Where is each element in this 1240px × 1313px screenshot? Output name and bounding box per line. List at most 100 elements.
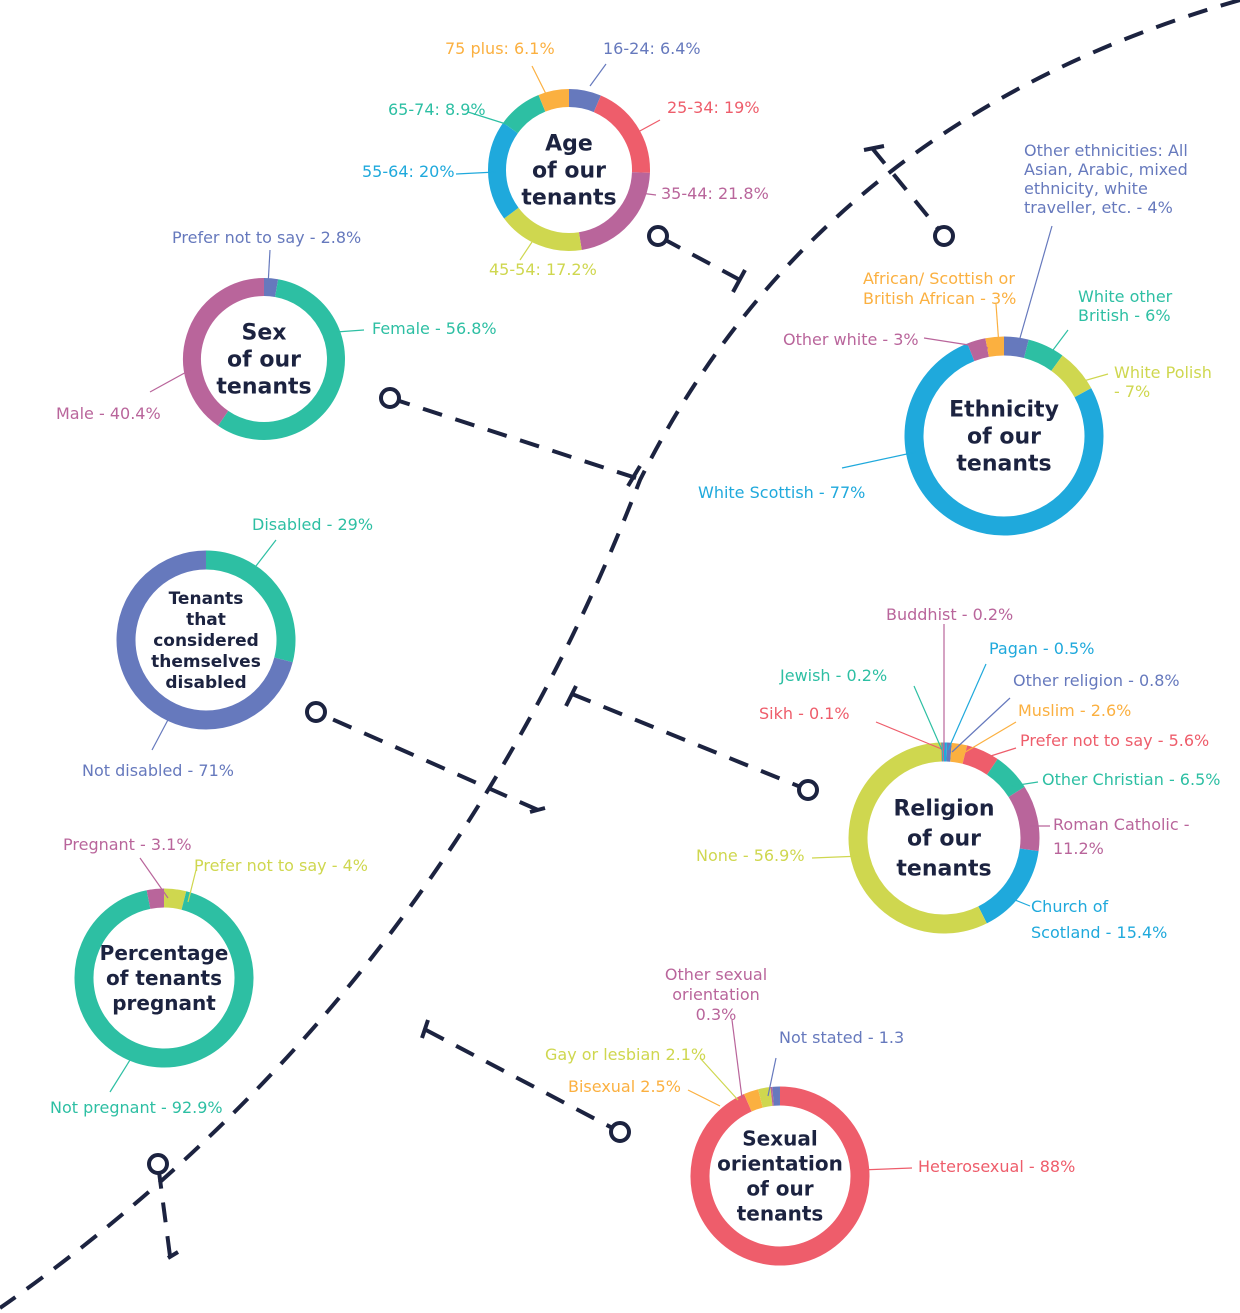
label-pregnant-2: Pregnant - 3.1% bbox=[63, 835, 192, 854]
branch-tick bbox=[564, 685, 578, 707]
label-age-3: 45-54: 17.2% bbox=[489, 260, 597, 279]
slice-age-3 bbox=[504, 207, 582, 251]
branch-line bbox=[571, 692, 809, 792]
leader-line bbox=[913, 685, 943, 751]
slice-pregnant-2 bbox=[146, 888, 165, 909]
label-age-5: 65-74: 8.9% bbox=[388, 100, 486, 119]
slice-ethnicity-2 bbox=[1051, 355, 1092, 398]
slice-sexual-1 bbox=[744, 1089, 763, 1112]
label-religion-3: Prefer not to say - 5.6% bbox=[1020, 731, 1209, 750]
slice-religion-5 bbox=[1008, 786, 1040, 852]
label-age-0: 16-24: 6.4% bbox=[603, 39, 701, 58]
label-age-1: 25-34: 19% bbox=[667, 98, 760, 117]
label-religion-4: Other Christian - 6.5% bbox=[1042, 770, 1220, 789]
slice-sexual-2 bbox=[758, 1087, 773, 1108]
branch-tick bbox=[420, 1019, 430, 1039]
label-disabled-1: Not disabled - 71% bbox=[82, 761, 234, 780]
slice-sexual-0 bbox=[690, 1086, 870, 1266]
slice-age-4 bbox=[488, 122, 519, 219]
label-age-6: 75 plus: 6.1% bbox=[445, 39, 555, 58]
leader-line bbox=[139, 857, 169, 899]
slice-sex-1 bbox=[218, 279, 345, 440]
slice-ethnicity-1 bbox=[1023, 339, 1063, 372]
branch-node bbox=[647, 225, 669, 247]
leader-line bbox=[1017, 225, 1053, 346]
branch-line bbox=[315, 710, 539, 812]
branch-node bbox=[933, 225, 955, 247]
label-sexual-2: Gay or lesbian 2.1% bbox=[545, 1045, 706, 1064]
label-age-4: 55-64: 20% bbox=[362, 162, 455, 181]
label-religion-10: Buddhist - 0.2% bbox=[886, 605, 1013, 624]
branch-tick bbox=[529, 806, 546, 814]
branch-tick bbox=[863, 144, 885, 152]
branch-tick bbox=[166, 1250, 180, 1260]
leader-line bbox=[1011, 781, 1039, 787]
leader-line bbox=[639, 192, 657, 196]
slice-age-6 bbox=[538, 89, 570, 112]
label-religion-7: None - 56.9% bbox=[696, 846, 805, 865]
branch-node bbox=[147, 1153, 169, 1175]
leader-line bbox=[519, 241, 533, 261]
leader-line bbox=[637, 119, 661, 133]
leader-line bbox=[1049, 329, 1069, 355]
branch-line bbox=[870, 146, 946, 238]
slice-age-1 bbox=[593, 95, 650, 173]
leader-line bbox=[187, 869, 197, 903]
branch-line bbox=[425, 1028, 621, 1134]
leader-line bbox=[1009, 897, 1031, 907]
slice-religion-4 bbox=[986, 759, 1025, 798]
leader-line bbox=[255, 539, 277, 567]
label-religion-0: Pagan - 0.5% bbox=[989, 639, 1094, 658]
leader-line bbox=[731, 1019, 743, 1099]
slice-ethnicity-3 bbox=[904, 343, 1104, 536]
leader-line bbox=[699, 1057, 739, 1101]
label-religion-9: Jewish - 0.2% bbox=[779, 666, 887, 685]
slice-religion-7 bbox=[848, 742, 987, 934]
branch-tick bbox=[626, 464, 642, 488]
slice-sex-2 bbox=[183, 278, 265, 426]
leader-line bbox=[961, 721, 1017, 755]
label-ethnicity-3: White Scottish - 77% bbox=[698, 483, 865, 502]
label-sex-1: Female - 56.8% bbox=[372, 319, 497, 338]
slice-sex-0 bbox=[263, 278, 279, 298]
label-sexual-1: Bisexual 2.5% bbox=[568, 1077, 681, 1096]
label-pregnant-0: Prefer not to say - 4% bbox=[194, 856, 368, 875]
slice-religion-2 bbox=[950, 742, 968, 764]
label-religion-8: Sikh - 0.1% bbox=[759, 704, 850, 723]
leader-line bbox=[455, 171, 497, 175]
leader-line bbox=[923, 337, 989, 349]
slice-pregnant-0 bbox=[163, 888, 187, 910]
label-sexual-4: Not stated - 1.3 bbox=[779, 1028, 904, 1047]
branch-node bbox=[305, 701, 327, 723]
slice-age-5 bbox=[503, 94, 546, 134]
leader-line bbox=[589, 63, 607, 87]
label-disabled-0: Disabled - 29% bbox=[252, 515, 373, 534]
slice-age-0 bbox=[568, 89, 601, 113]
slice-ethnicity-0 bbox=[1003, 336, 1029, 359]
leader-line bbox=[687, 1089, 721, 1107]
leader-line bbox=[267, 249, 271, 287]
slice-pregnant-1 bbox=[74, 890, 254, 1068]
label-sexual-0: Heterosexual - 88% bbox=[918, 1157, 1075, 1176]
leader-line bbox=[149, 369, 191, 393]
branch-node bbox=[797, 779, 819, 801]
leader-line bbox=[859, 1167, 913, 1171]
leader-line bbox=[151, 715, 171, 751]
